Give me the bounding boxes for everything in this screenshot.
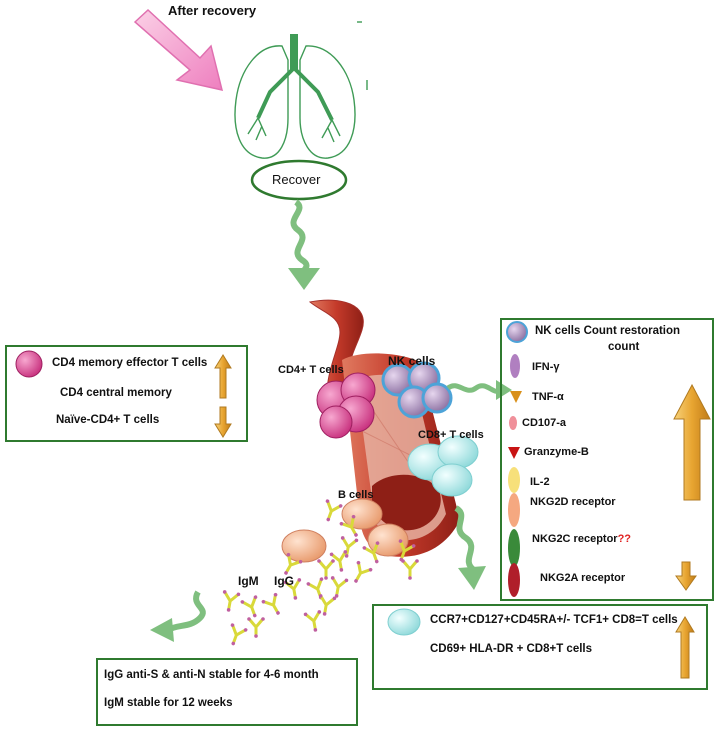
cd4-up-arrow-icon	[214, 354, 232, 399]
cd8-cell-icon	[387, 608, 421, 636]
antibody-icon	[230, 623, 248, 646]
igg-label: IgG	[274, 574, 294, 588]
nkg2a-down-arrow-icon	[675, 561, 697, 591]
antibody-icon	[261, 592, 280, 615]
antibody-icon	[401, 559, 419, 580]
b-cells-label: B cells	[338, 489, 374, 501]
igm-label: IgM	[238, 574, 259, 588]
cd8-item-cd69: CD69+ HLA-DR + CD8+T cells	[430, 643, 593, 655]
nk-item-nkg2d: NKG2D receptor	[530, 496, 616, 508]
ifn-gamma-icon	[510, 354, 520, 378]
nkg2a-receptor-icon	[508, 563, 520, 597]
after-recovery-arrow	[133, 8, 224, 91]
cd8-t-cells-label: CD8+ T cells	[418, 429, 484, 441]
nk-cell-icon	[506, 321, 528, 343]
antibody-icon	[339, 514, 358, 537]
nk-box-title: NK cells Count restoration	[535, 325, 681, 337]
cd4-summary-box	[5, 345, 248, 442]
ig-summary-box	[96, 658, 358, 726]
cd8-t-cells	[407, 435, 479, 497]
nkg2c-question-mark: ??	[617, 533, 632, 545]
antibody-icon	[306, 577, 324, 600]
antibody-icon	[303, 610, 322, 632]
nk-big-up-arrow-icon	[673, 383, 711, 501]
wavy-arrow-down	[288, 199, 320, 290]
cd4-item-memory-effector: CD4 memory effector T cells	[52, 357, 208, 369]
tnf-alpha-icon	[510, 391, 522, 403]
ig-item-igm: IgM stable for 12 weeks	[104, 697, 233, 709]
nk-item-nkg2c: NKG2C receptor??	[532, 533, 632, 545]
antibody-icon	[362, 541, 380, 564]
antibody-icon	[330, 576, 349, 598]
antibody-icon	[325, 499, 343, 522]
cd4-memory-cell-icon	[15, 350, 43, 378]
antibody-icon	[354, 560, 373, 583]
nk-item-cd107a: CD107-a	[522, 417, 567, 429]
antibody-icon	[284, 552, 303, 575]
cd4-t-cells-label: CD4+ T cells	[278, 364, 344, 376]
nk-item-ifn-gamma: IFN-γ	[532, 361, 560, 373]
ig-item-igg: IgG anti-S & anti-N stable for 4-6 month	[104, 669, 319, 681]
page-title: After recovery	[168, 3, 257, 18]
antibody-icon	[240, 595, 258, 618]
cd4-item-naive: Naïve-CD4+ T cells	[56, 414, 160, 426]
cd8-up-arrow-icon	[675, 616, 695, 679]
antibody-icon	[247, 617, 265, 638]
granzyme-b-icon	[508, 447, 520, 459]
wavy-arrow-ig	[150, 590, 206, 642]
antibodies	[222, 499, 419, 646]
lungs-icon	[234, 21, 368, 159]
antibody-icon	[283, 578, 302, 600]
recover-label: Recover	[272, 172, 321, 187]
cd8-item-ccr7: CCR7+CD127+CD45RA+/- TCF1+ CD8=T cells	[430, 614, 678, 626]
cd4-down-arrow-icon	[214, 406, 232, 438]
nk-item-tnf-alpha: TNF-α	[532, 391, 564, 403]
nk-cells-label: NK cells	[388, 354, 436, 368]
il2-icon	[508, 467, 520, 493]
nk-summary-box	[500, 318, 714, 601]
nk-item-nkg2a: NKG2A receptor	[540, 572, 626, 584]
nkg2d-receptor-icon	[508, 493, 520, 527]
cd8-summary-box	[372, 604, 708, 690]
antibody-icon	[340, 536, 359, 558]
nk-item-il2: IL-2	[530, 476, 550, 488]
cd4-t-cells	[316, 372, 376, 439]
antibody-icon	[398, 539, 416, 562]
antibody-icon	[329, 550, 348, 572]
antibody-icon	[317, 559, 335, 580]
wavy-arrow-cd8	[454, 505, 486, 590]
nk-item-granzyme-b: Granzyme-B	[524, 446, 589, 458]
nkg2c-receptor-icon	[508, 529, 520, 567]
recover-ellipse	[250, 159, 348, 201]
cd4-item-central-memory: CD4 central memory	[60, 387, 172, 399]
antibody-icon	[222, 590, 241, 612]
antibody-icon	[318, 594, 337, 616]
cd107a-icon	[509, 416, 517, 430]
nk-cells	[381, 361, 453, 419]
nk-box-title-line2: count	[608, 341, 640, 353]
